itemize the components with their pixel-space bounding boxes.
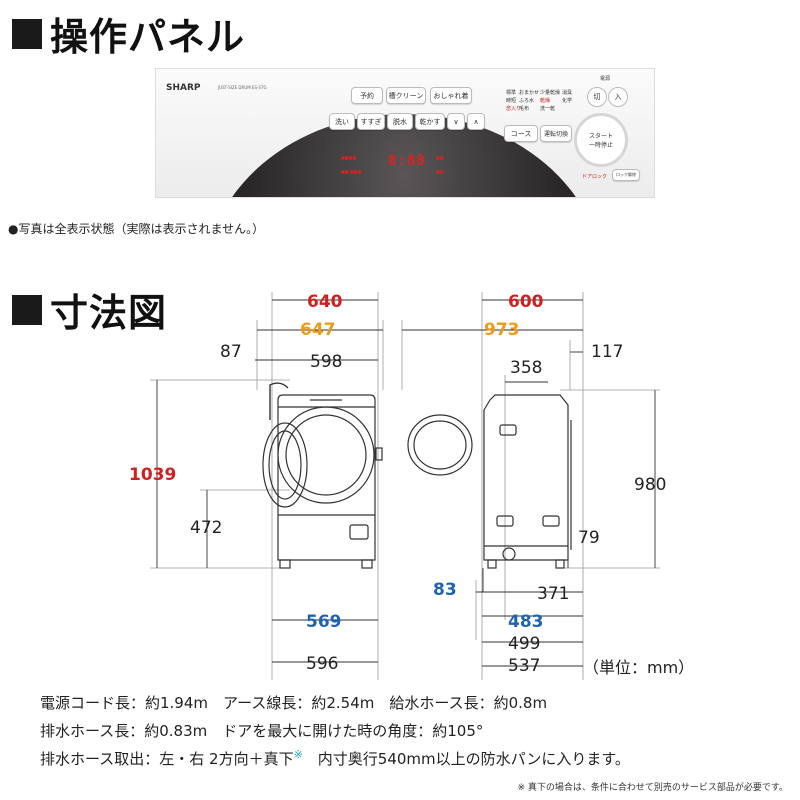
door-lock-label: ドアロック: [582, 174, 608, 180]
dry-button[interactable]: 乾かす: [415, 113, 445, 130]
power-on-button[interactable]: 入: [608, 87, 628, 107]
section-header-dimensions: 寸法図: [12, 282, 167, 337]
dim-side-358: 358: [510, 358, 543, 378]
dim-front-height-1039: 1039: [129, 465, 177, 485]
dim-side-117: 117: [591, 342, 624, 362]
display-indicator-right: ■■: [436, 155, 444, 160]
unit-label: （単位：mm）: [583, 658, 695, 677]
arrow-down-button[interactable]: ∨: [447, 113, 465, 130]
spec-line-3: 排水ホース取出：左・右 2方向＋真下※ 内寸奥行540mm以上の防水パンに入りま…: [40, 748, 630, 769]
course-label-7: 乾燥: [540, 98, 551, 104]
dim-side-973: 973: [484, 320, 520, 340]
footnote: ※ 真下の場合は、条件に合わせて別売のサービス部品が必要です。: [517, 783, 788, 793]
dim-side-483: 483: [508, 612, 544, 632]
rinse-button[interactable]: すすぎ: [357, 113, 385, 130]
spin-button[interactable]: 脱水: [387, 113, 413, 130]
course-label-1: 標準: [506, 90, 517, 96]
start-pause-button[interactable]: スタート 一時停止: [574, 113, 628, 167]
square-bullet-icon: [12, 18, 42, 49]
course-label-3: 少量乾燥: [540, 90, 561, 96]
course-button[interactable]: コース: [504, 125, 538, 142]
lock-release-button[interactable]: ロック解除: [612, 169, 640, 181]
spec-note-mark: ※: [293, 748, 303, 761]
power-label: 電源: [600, 76, 611, 82]
square-bullet-icon: [12, 294, 42, 325]
control-panel-photo: SHARP JUST-SIZE DRUM ES-S7G 予約 槽クリーン おしゃ…: [155, 68, 655, 198]
course-label-10: 毛布: [519, 106, 530, 112]
course-label-2: おまかせ: [519, 90, 540, 96]
model-label: JUST-SIZE DRUM ES-S7G: [218, 85, 267, 90]
brand-logo: SHARP: [166, 83, 201, 93]
arrow-up-button[interactable]: ∧: [467, 113, 485, 130]
reserve-button[interactable]: 予約: [351, 87, 383, 104]
section-title-dimensions: 寸法図: [50, 291, 168, 335]
mode-switch-button[interactable]: 運転切換: [540, 125, 572, 142]
section-title-panel: 操作パネル: [50, 15, 246, 59]
dim-side-83: 83: [433, 580, 457, 600]
display-indicator-left2: ■■ ■■■: [341, 169, 362, 174]
spec-drain-text: 排水ホース取出：左・右 2方向＋真下: [40, 750, 294, 768]
dim-side-499: 499: [508, 634, 541, 654]
spec-pan-text: 内寸奥行540mm以上の防水パンに入ります。: [302, 750, 630, 768]
time-display: 8:88: [388, 153, 426, 169]
section-header-panel: 操作パネル: [12, 6, 245, 61]
dim-front-width-647: 647: [300, 320, 336, 340]
course-label-4: 消臭: [562, 90, 573, 96]
dim-front-596: 596: [306, 654, 339, 674]
spec-line-2: 排水ホース長：約0.83m ドアを最大に開けた時の角度：約105°: [40, 722, 484, 740]
dim-side-79: 79: [578, 528, 600, 548]
dim-front-598: 598: [310, 352, 343, 372]
spec-line-1: 電源コード長：約1.94m アース線長：約2.54m 給水ホース長：約0.8m: [40, 694, 548, 712]
dim-side-537: 537: [508, 656, 541, 676]
fashion-button[interactable]: おしゃれ着: [430, 87, 472, 104]
dim-front-569: 569: [306, 612, 342, 632]
dim-side-980: 980: [634, 475, 667, 495]
course-label-5: 時短: [506, 98, 517, 104]
power-off-button[interactable]: 切: [587, 87, 607, 107]
wash-button[interactable]: 洗い: [329, 113, 355, 130]
tub-clean-button[interactable]: 槽クリーン: [386, 87, 426, 104]
dimension-drawing: [150, 292, 660, 680]
front-view-washer: [262, 382, 383, 569]
dim-front-87: 87: [220, 342, 242, 362]
dim-side-600: 600: [508, 292, 544, 312]
display-indicator-left: ■■■■: [341, 155, 357, 160]
photo-note: ●写真は全表示状態（実際は表示されません。）: [8, 222, 265, 236]
course-label-9: 念入り: [506, 106, 522, 112]
dim-front-472: 472: [190, 518, 223, 538]
display-indicator-right2: ■■: [436, 169, 444, 174]
dim-front-width-640: 640: [307, 292, 343, 312]
course-label-8: 化学: [562, 98, 573, 104]
course-label-6: ふろ水: [519, 98, 535, 104]
course-label-11: 洗一乾: [540, 106, 556, 112]
side-view-washer: [407, 394, 572, 569]
dim-side-371: 371: [537, 584, 570, 604]
